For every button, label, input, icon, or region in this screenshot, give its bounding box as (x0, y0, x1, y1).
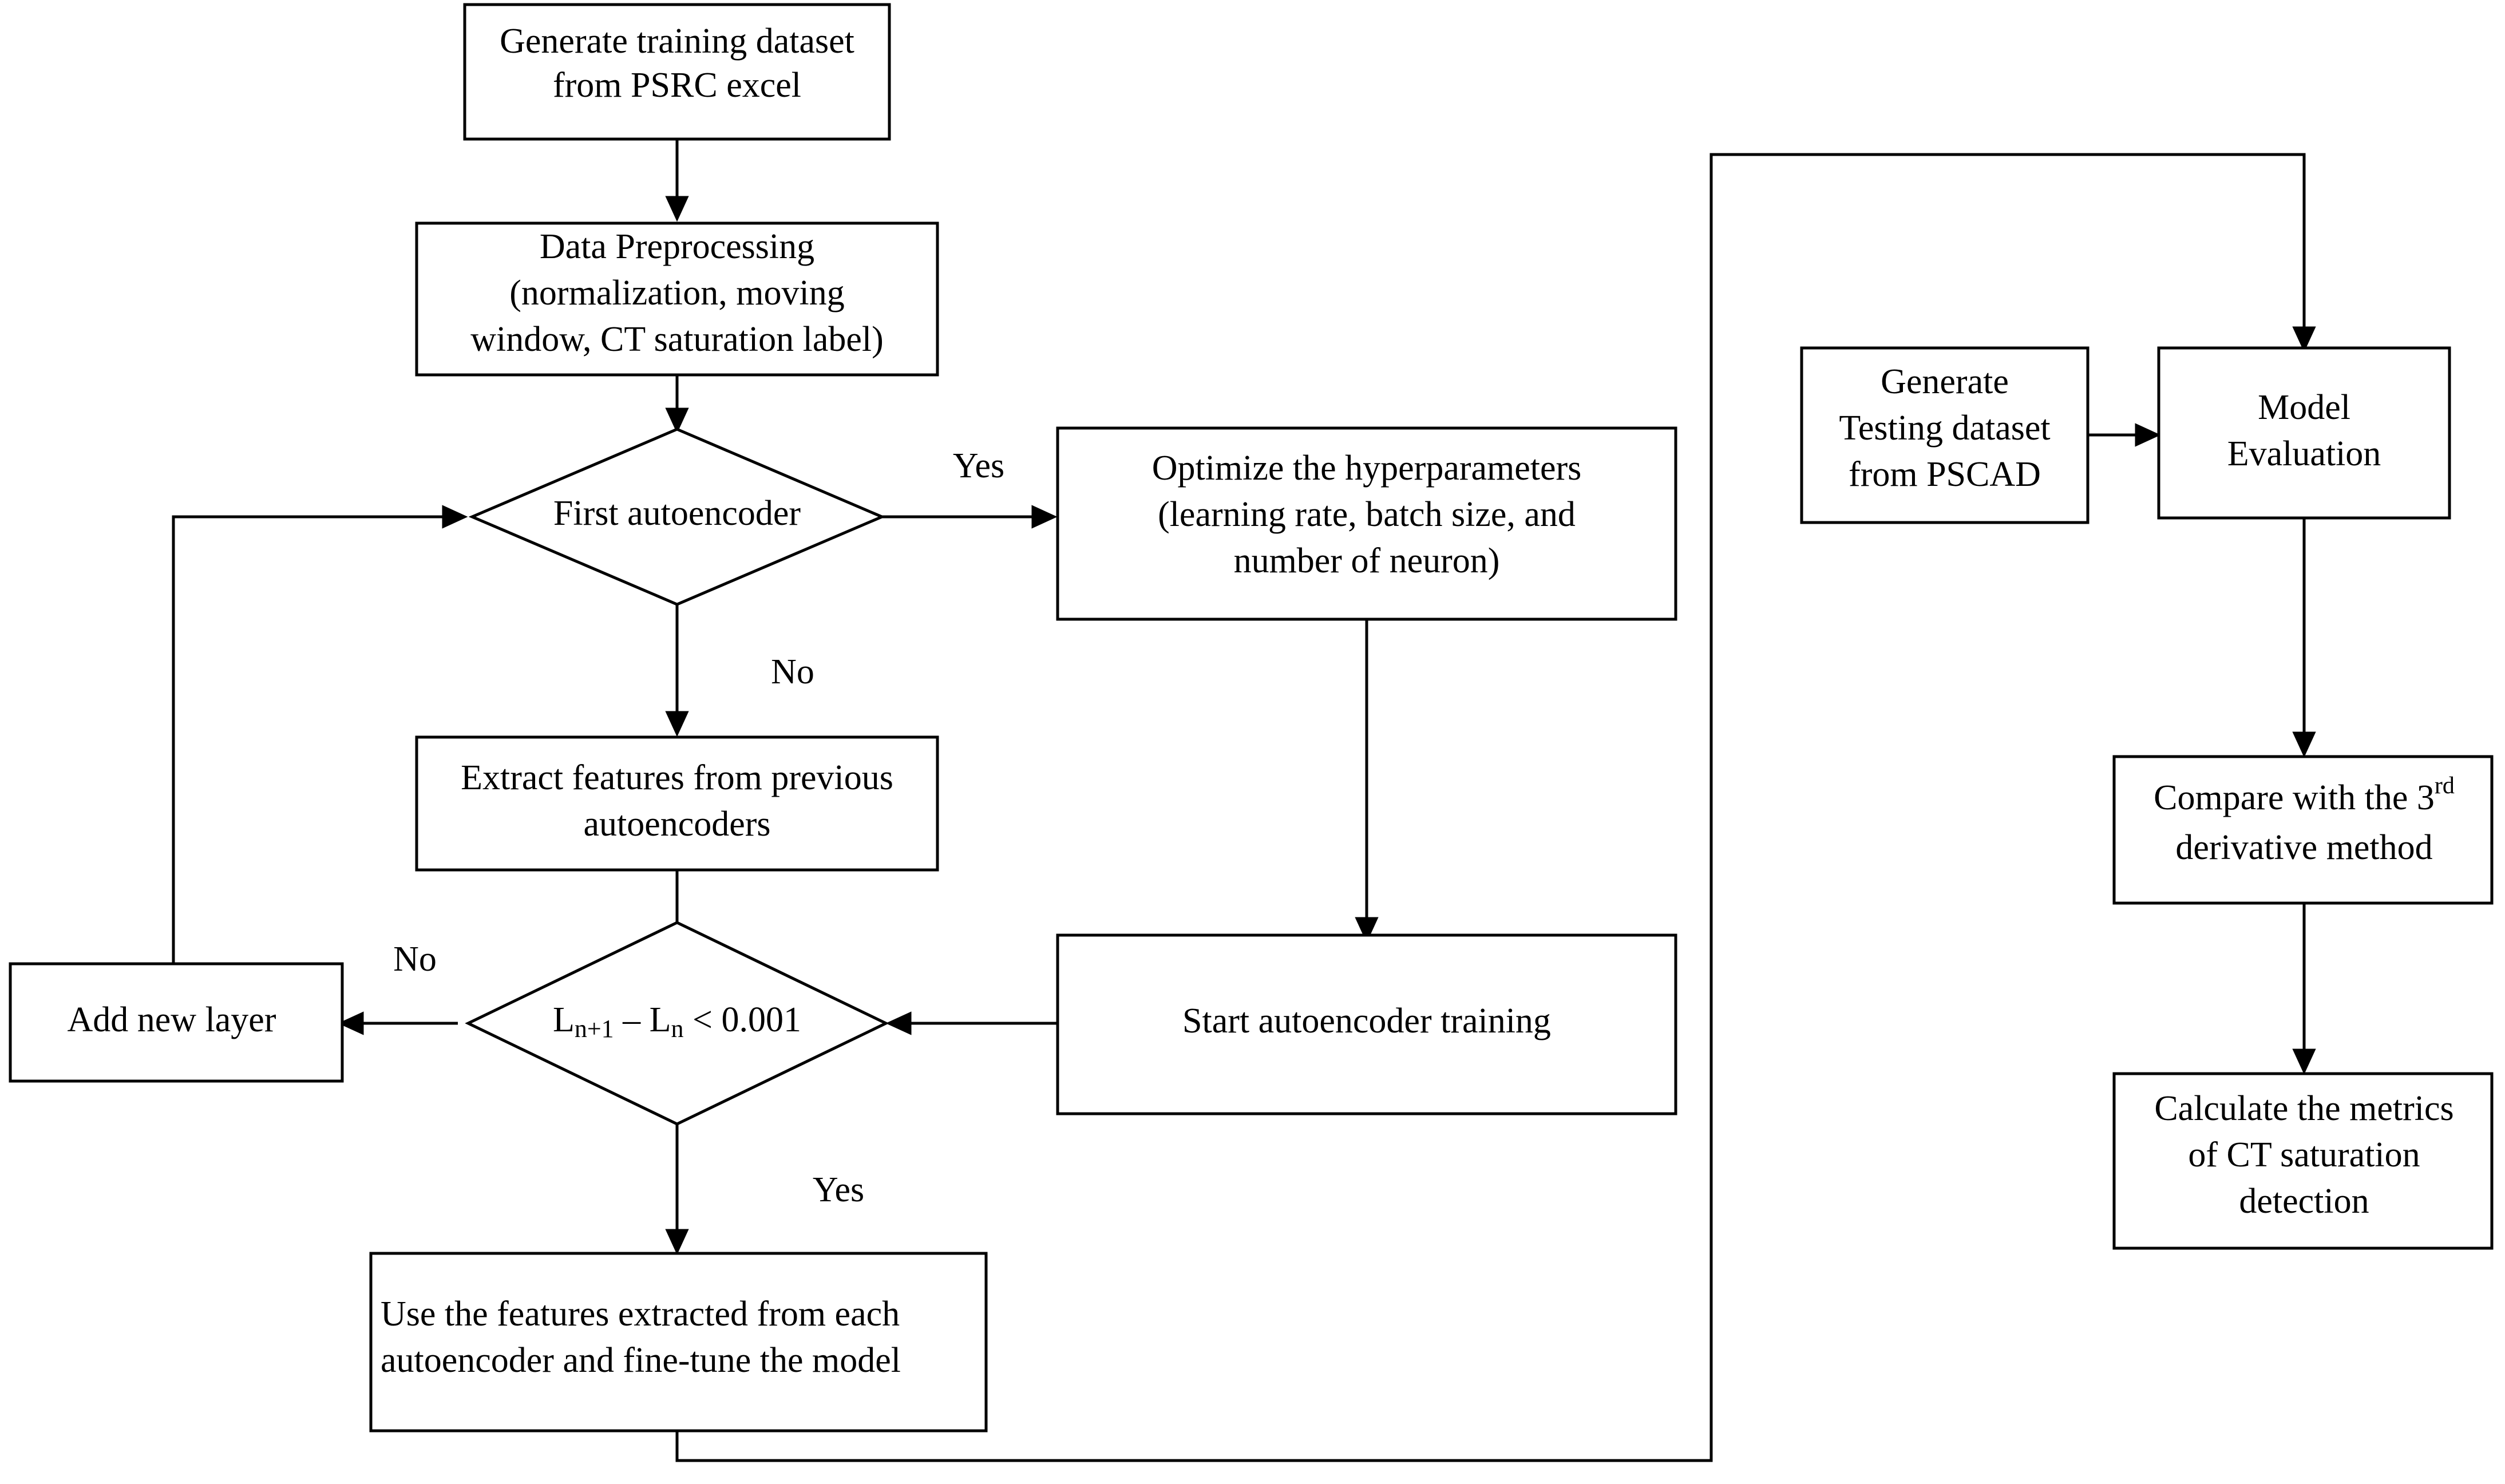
node-loss-threshold-label: Ln+1 – Ln < 0.001 (553, 1000, 801, 1043)
edge-finetune-to-model-evaluation (675, 153, 2316, 1462)
loss-formula-sub2: n (671, 1015, 684, 1043)
node-extract-features-line-2: autoencoders (583, 805, 770, 844)
node-fine-tune-model-line-1: Use the features extracted from each (381, 1295, 900, 1333)
edge-label-no-loss-threshold: No (393, 940, 437, 979)
compare-text-prefix: Compare with the (2154, 778, 2417, 817)
node-data-preprocessing-line-3: window, CT saturation label) (470, 320, 883, 359)
node-first-autoencoder-label: First autoencoder (553, 494, 801, 533)
node-generate-training-dataset-line-1: Generate training dataset (500, 22, 854, 61)
loss-formula-sub1: n+1 (575, 1015, 614, 1043)
node-add-new-layer[interactable]: Add new layer (9, 962, 344, 1083)
node-add-new-layer-label: Add new layer (68, 1000, 276, 1039)
node-calculate-metrics-line-3: detection (2239, 1182, 2369, 1221)
node-extract-features-line-1: Extract features from previous (461, 758, 893, 797)
edge-label-no-first-autoencoder: No (771, 652, 814, 691)
node-data-preprocessing-line-2: (normalization, moving (509, 274, 844, 312)
node-start-training[interactable]: Start autoencoder training (1056, 933, 1677, 1115)
node-generate-training-dataset[interactable]: Generate training dataset from PSRC exce… (463, 3, 891, 141)
edge-label-yes-first-autoencoder: Yes (953, 446, 1004, 485)
node-calculate-metrics[interactable]: Calculate the metrics of CT saturation d… (2112, 1072, 2494, 1250)
node-compare-derivative-line-1: Compare with the 3rd (2154, 773, 2455, 818)
node-optimize-hyperparameters[interactable]: Optimize the hyperparameters (learning r… (1056, 426, 1677, 621)
node-model-evaluation[interactable]: Model Evaluation (2157, 346, 2451, 520)
loss-formula-op: – (614, 1000, 650, 1039)
edge-add-layer-feedback (172, 505, 468, 964)
loss-formula-L2: L (650, 1000, 671, 1039)
edge-label-yes-loss-threshold: Yes (813, 1170, 864, 1209)
node-calculate-metrics-line-1: Calculate the metrics (2154, 1089, 2453, 1128)
node-generate-testing-dataset-line-2: Testing dataset (1839, 409, 2050, 448)
node-fine-tune-model-line-2: autoencoder and fine-tune the model (381, 1341, 901, 1380)
node-data-preprocessing-line-1: Data Preprocessing (540, 227, 814, 266)
node-loss-threshold[interactable]: Ln+1 – Ln < 0.001 (465, 921, 889, 1126)
node-compare-derivative-line-2: derivative method (2175, 828, 2432, 867)
node-generate-testing-dataset[interactable]: Generate Testing dataset from PSCAD (1800, 346, 2090, 524)
node-fine-tune-model[interactable]: Use the features extracted from each aut… (369, 1252, 988, 1432)
node-data-preprocessing[interactable]: Data Preprocessing (normalization, movin… (415, 221, 939, 377)
node-model-evaluation-line-1: Model (2258, 388, 2350, 427)
node-extract-features[interactable]: Extract features from previous autoencod… (415, 735, 939, 872)
node-compare-derivative[interactable]: Compare with the 3rd derivative method (2112, 755, 2494, 905)
node-generate-training-dataset-line-2: from PSRC excel (553, 66, 801, 105)
node-optimize-hyperparameters-line-2: (learning rate, batch size, and (1158, 495, 1576, 534)
loss-formula-cmp: < 0.001 (684, 1000, 801, 1039)
loss-formula-L1: L (553, 1000, 575, 1039)
node-generate-testing-dataset-line-1: Generate (1881, 362, 2009, 401)
node-optimize-hyperparameters-line-1: Optimize the hyperparameters (1152, 449, 1582, 488)
node-generate-testing-dataset-line-3: from PSCAD (1849, 455, 2041, 494)
compare-ordinal-suffix: rd (2435, 773, 2455, 799)
node-calculate-metrics-line-2: of CT saturation (2188, 1135, 2420, 1174)
node-first-autoencoder[interactable]: First autoencoder (468, 428, 886, 606)
node-start-training-label: Start autoencoder training (1182, 1002, 1551, 1040)
node-model-evaluation-line-2: Evaluation (2227, 434, 2381, 473)
compare-ordinal-number: 3 (2417, 778, 2435, 817)
node-optimize-hyperparameters-line-3: number of neuron) (1234, 541, 1500, 580)
